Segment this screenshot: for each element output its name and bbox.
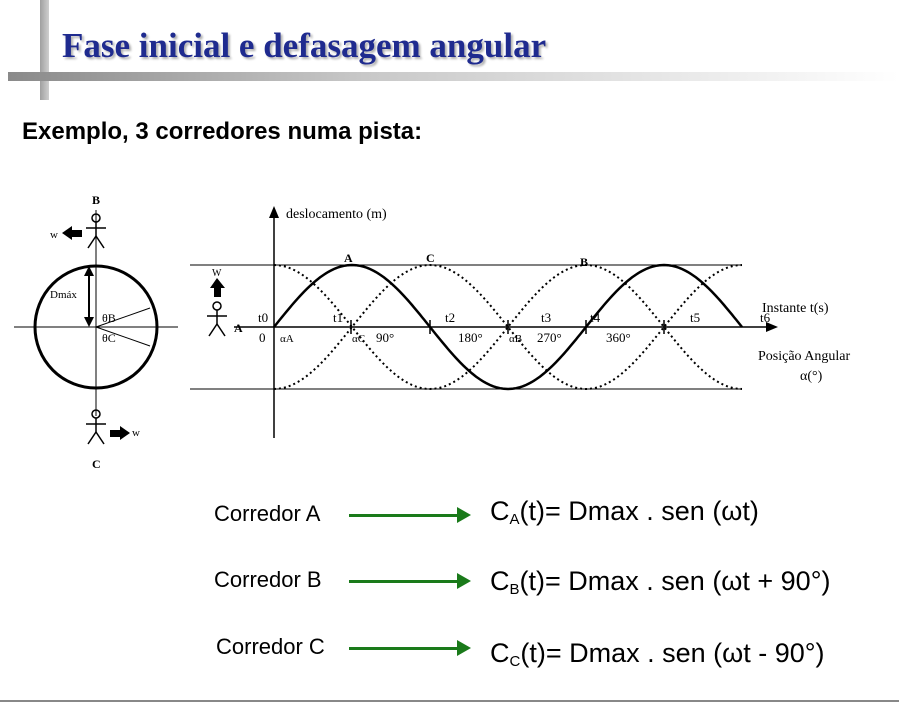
zero-label: 0 [259,330,266,345]
runner-b-arrow [349,573,471,589]
t6-label: t6 [760,310,771,325]
slide-title: Fase inicial e defasagem angular [62,26,547,65]
angle-axis-label-1: Posição Angular [758,349,850,364]
runner-b-figure [86,213,106,249]
runner-a-name: Corredor A [214,501,321,526]
runner-c-name: Corredor C [216,634,325,659]
t0-label: t0 [258,310,268,325]
slide-subtitle: Exemplo, 3 corredores numa pista: [22,118,423,145]
t4-label: t4 [590,310,601,325]
runner-c-arrow [349,640,471,656]
runner-a-arrow-icon [210,278,225,297]
runner-b-arrow-icon [62,226,82,240]
alpha-b-label: αB [509,333,522,345]
runner-b-name: Corredor B [214,567,322,592]
runner-a-w-label: W [212,268,222,279]
runner-c-arrow-icon [110,426,130,440]
title-accent-horizontal [8,72,899,81]
theta-b-label: θB [102,311,116,325]
runner-b-label: B [92,193,100,207]
angle-90-label: 90° [376,330,394,345]
runner-b-formula: CB(t)= Dmax . sen (ωt + 90°) [490,566,831,598]
title-accent-vertical [40,0,49,100]
runner-c-w-label: w [132,427,140,439]
runner-c-figure [86,409,106,445]
curve-a [273,263,743,391]
runner-c-label: C [92,457,101,471]
runner-a-formula: CA(t)= Dmax . sen (ωt) [490,496,759,528]
runner-c-formula: CC(t)= Dmax . sen (ωt - 90°) [490,638,825,670]
t2-label: t2 [445,310,455,325]
theta-c-label: θC [102,331,116,345]
runner-a-label: A [234,321,243,335]
runner-b-w-label: w [50,229,58,241]
curve-b-label: B [580,255,588,269]
alpha-c-label: αC [352,333,365,345]
y-axis-label: deslocamento (m) [286,207,387,222]
t1-label: t1 [333,310,343,325]
x-axis-label: Instante t(s) [762,301,829,316]
time-ticks [350,320,665,334]
angle-360-label: 360° [606,330,631,345]
angle-270-label: 270° [537,330,562,345]
bottom-divider [0,700,899,702]
runner-a-figure [207,301,227,337]
curve-a-label: A [344,251,353,265]
t3-label: t3 [541,310,551,325]
dmax-label: Dmáx [50,289,77,301]
curve-c-label: C [426,251,435,265]
runner-a-arrow [349,507,471,523]
angle-axis-label-2: α(°) [800,369,823,384]
phase-diagram: Dmáx θB θC B w w C W A deslocamento (m) [14,193,850,471]
angle-180-label: 180° [458,330,483,345]
t5-label: t5 [690,310,700,325]
alpha-a-label: αA [280,333,294,345]
